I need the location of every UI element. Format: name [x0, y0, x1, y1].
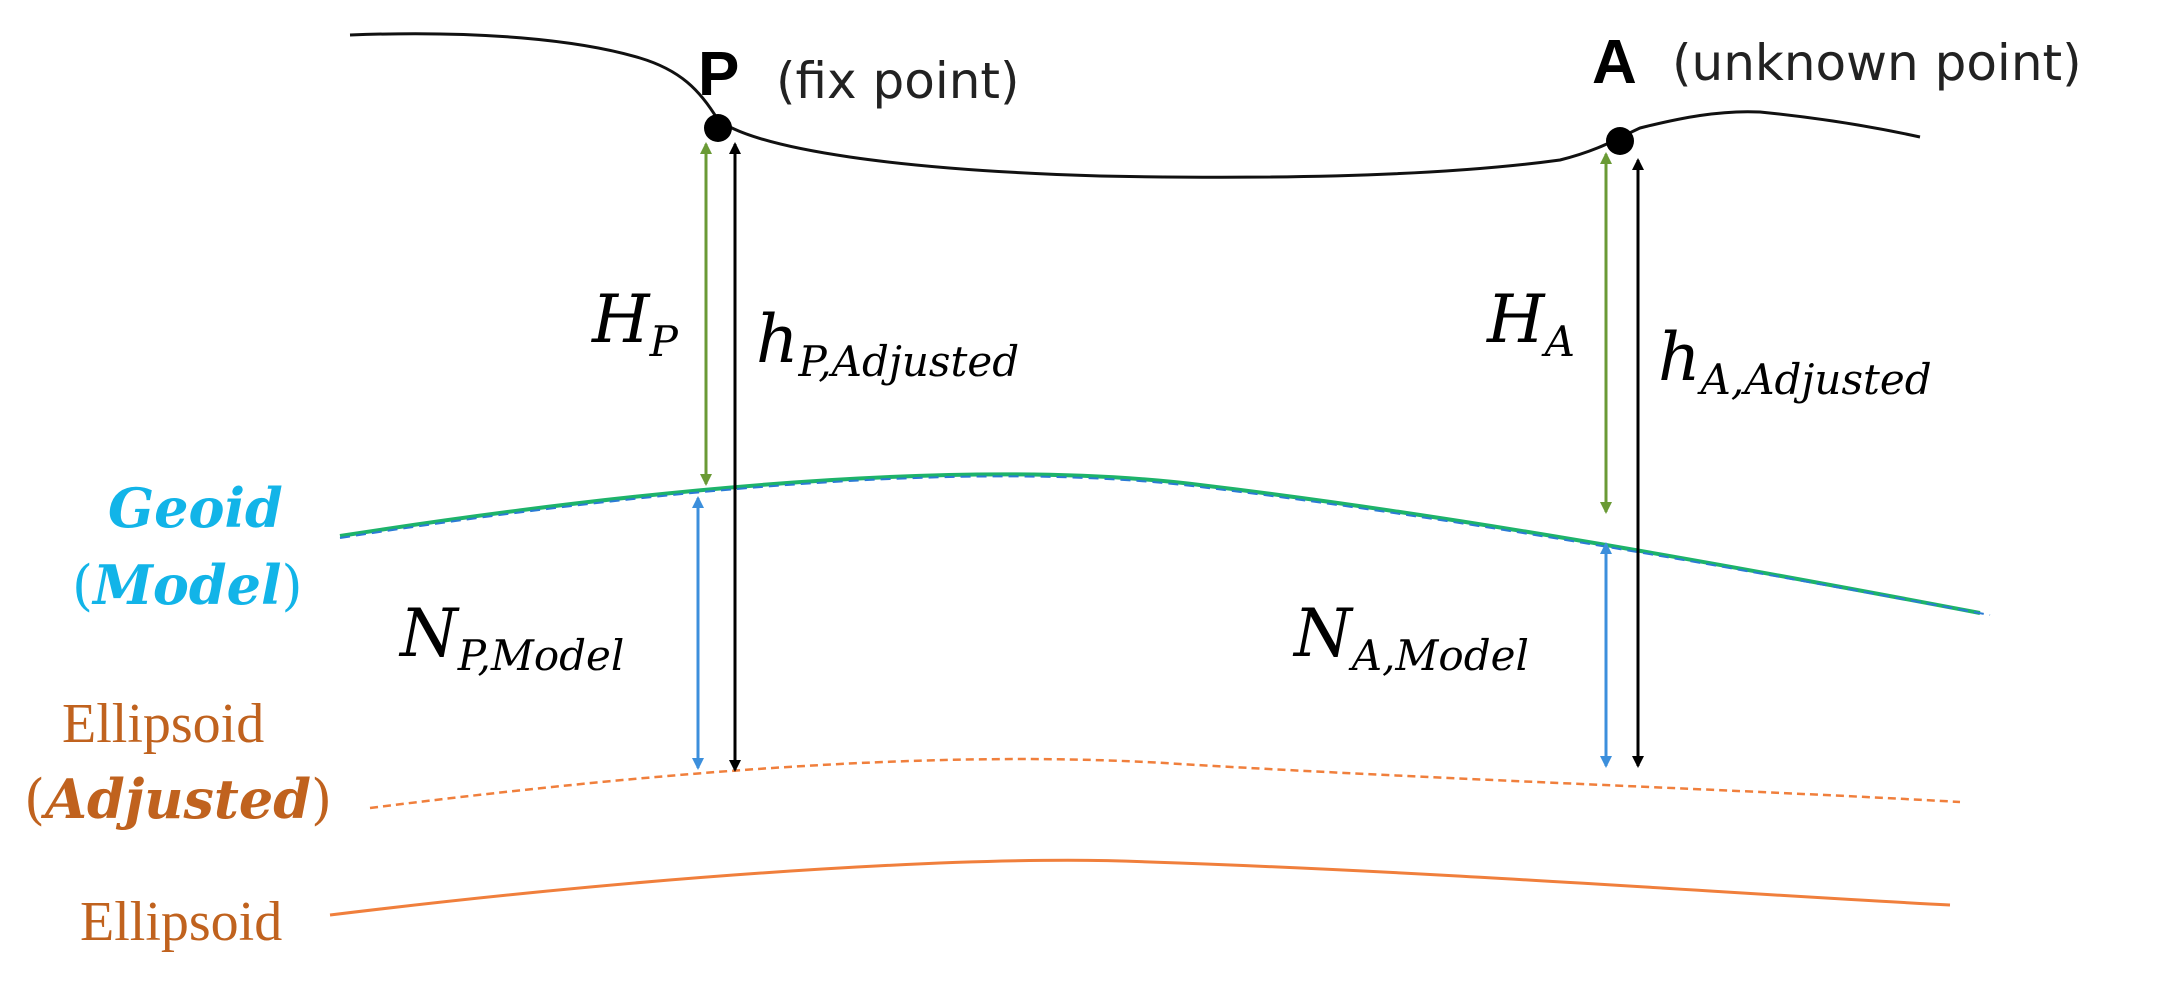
- height-label-h-P-adjusted: hP,Adjusted: [756, 301, 1019, 386]
- point-a-letter: A: [1592, 28, 1637, 97]
- height-label-H-P: HP: [591, 281, 679, 366]
- height-label-N-P-model: NP,Model: [398, 595, 624, 680]
- height-label-H-A: HA: [1486, 281, 1575, 366]
- ellipsoid-adjusted-surface: [369, 757, 1961, 810]
- ellipsoid-surface: [329, 858, 1951, 917]
- point-p-letter: P: [698, 40, 739, 109]
- terrain-surface: [349, 32, 1921, 179]
- ellipsoid-adjusted-label: Ellipsoid: [62, 693, 264, 755]
- height-label-h-A-adjusted: hA,Adjusted: [1658, 319, 1932, 404]
- geoid-label: Geoid: [108, 476, 283, 540]
- height-label-N-A-model: NA,Model: [1292, 595, 1529, 680]
- point-p-marker-icon: [704, 114, 732, 142]
- point-a-desc: (unknown point): [1672, 34, 2082, 92]
- ellipsoid-label: Ellipsoid: [80, 891, 282, 953]
- point-p-desc: (fix point): [776, 52, 1020, 110]
- point-a-marker-icon: [1606, 127, 1634, 155]
- geoid-model-label: (Model): [72, 553, 303, 617]
- geoid-model-dashed: [339, 475, 1991, 616]
- ellipsoid-adjusted-qualifier: (Adjusted): [24, 767, 332, 831]
- geoid-surface: [339, 472, 1981, 615]
